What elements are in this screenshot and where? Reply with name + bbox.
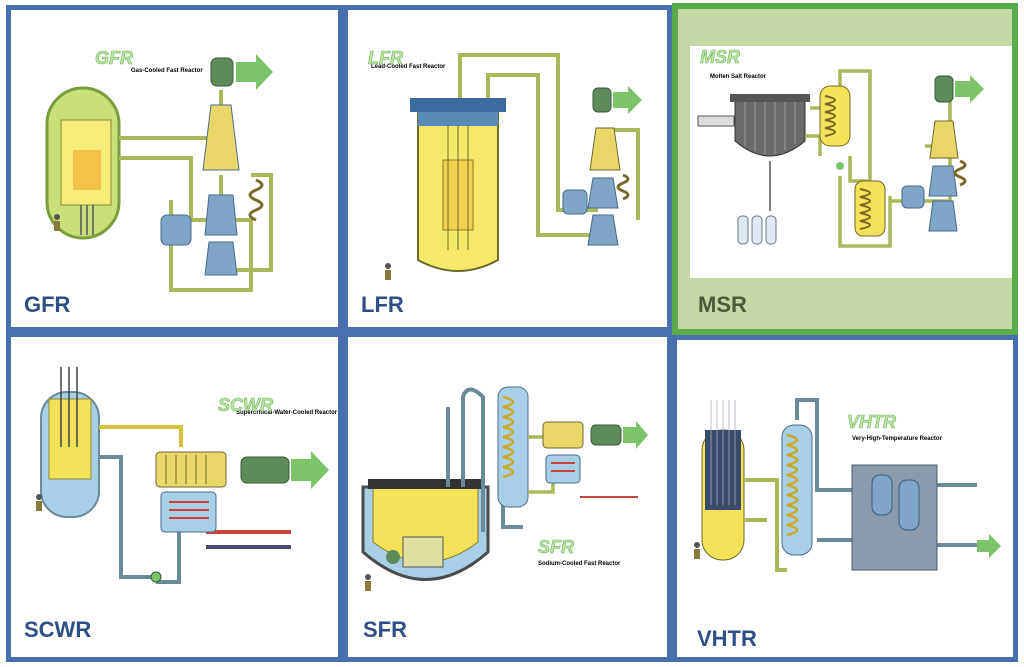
msr-diagram: Molten Salt Reactor [690, 46, 1012, 278]
panel-msr[interactable]: Molten Salt Reactor MSR MSR [672, 3, 1018, 335]
gfr-label: GFR [24, 292, 71, 317]
vhtr-diagram: Very-High-Temperature Reactor [694, 398, 1001, 572]
scwr-diagram: Supercritical-Water-Cooled Reactor [36, 367, 338, 584]
panel-gfr[interactable]: Gas-Cooled Fast Reactor GFR GFR [6, 5, 343, 332]
msr-diagram-title: MSR [700, 47, 741, 68]
vhtr-diagram-title: VHTR [847, 412, 897, 433]
scwr-label: SCWR [24, 617, 92, 642]
gfr-diagram: Gas-Cooled Fast Reactor [45, 54, 273, 292]
gfr-diagram-title: GFR [95, 48, 134, 69]
panel-scwr[interactable]: Supercritical-Water-Cooled Reactor SCWR … [6, 332, 343, 662]
sfr-label: SFR [363, 617, 407, 642]
sfr-subtitle: Sodium-Cooled Fast Reactor [538, 561, 621, 567]
vhtr-label: VHTR [697, 626, 757, 651]
lfr-label: LFR [361, 292, 404, 317]
scwr-subtitle: Supercritical-Water-Cooled Reactor [236, 410, 338, 416]
vhtr-subtitle: Very-High-Temperature Reactor [852, 436, 943, 442]
scwr-diagram-title: SCWR [218, 395, 274, 416]
sfr-diagram: Sodium-Cooled Fast Reactor [361, 386, 648, 591]
panel-vhtr[interactable]: Very-High-Temperature Reactor VHTR VHTR [672, 335, 1018, 662]
msr-subtitle: Molten Salt Reactor [710, 74, 767, 80]
lfr-subtitle: Lead-Cooled Fast Reactor [371, 64, 446, 70]
msr-label: MSR [698, 292, 747, 317]
sfr-diagram-title: SFR [538, 537, 575, 558]
lfr-diagram: Lead-Cooled Fast Reactor [371, 53, 642, 280]
lfr-diagram-title: LFR [368, 48, 404, 69]
gfr-subtitle: Gas-Cooled Fast Reactor [131, 68, 203, 74]
panel-sfr[interactable]: Sodium-Cooled Fast Reactor SFR SFR [343, 332, 672, 662]
panel-lfr[interactable]: Lead-Cooled Fast Reactor LFR LFR [343, 5, 672, 332]
